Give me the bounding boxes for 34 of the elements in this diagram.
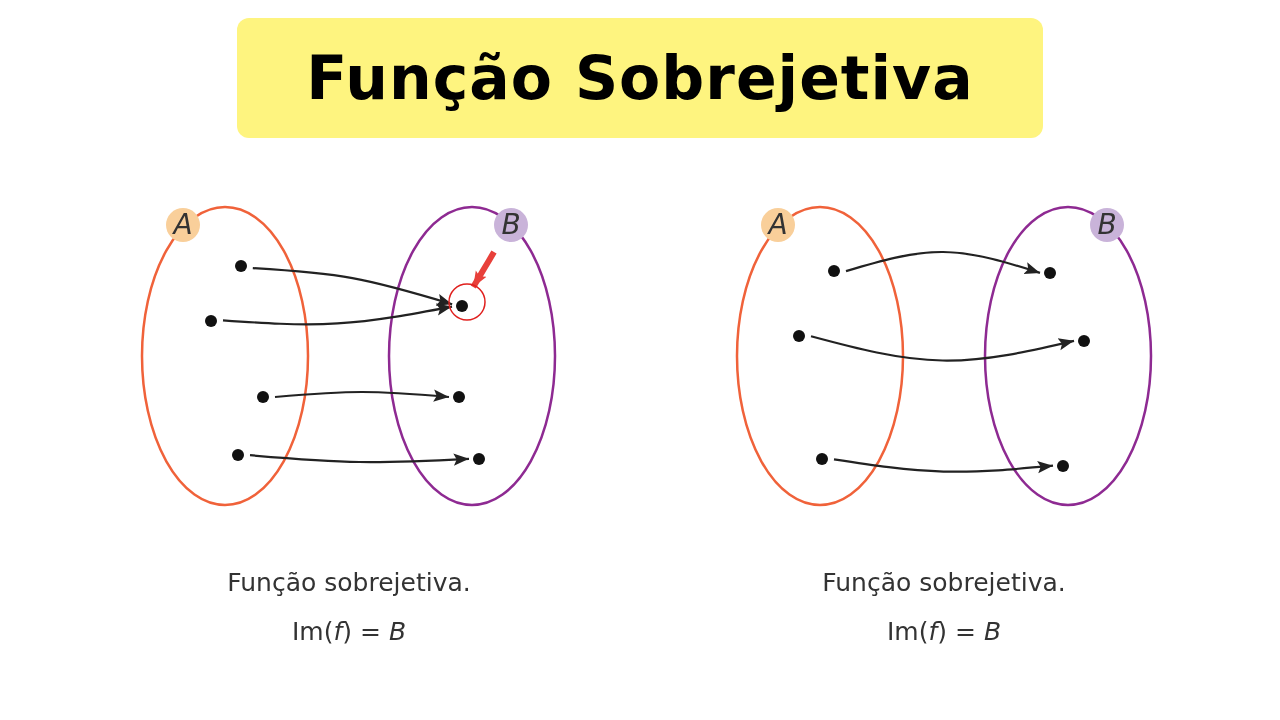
point [828,265,840,277]
set-name: B [494,208,528,242]
arrow [833,458,1054,474]
arrow [249,453,470,466]
point [453,391,465,403]
title-banner: Função Sobrejetiva [237,18,1043,138]
point [1057,460,1069,472]
set-name: A [761,208,795,242]
arrow [252,267,453,306]
set-name: A [166,208,200,242]
point [257,391,269,403]
point [456,300,468,312]
point [1044,267,1056,279]
caption: Função sobrejetiva. [821,568,1067,597]
arrow [845,250,1041,275]
point [793,330,805,342]
caption: Função sobrejetiva. [226,568,472,597]
set-ellipse [735,205,905,507]
arrow [274,389,450,402]
point [473,453,485,465]
set-ellipse [140,205,310,507]
point [205,315,217,327]
point [232,449,244,461]
formula: Im(f) = B [885,617,1003,646]
arrow [222,303,453,326]
set-ellipse [983,205,1153,507]
point [1078,335,1090,347]
pointer-arrow [470,250,497,289]
set-ellipse [387,205,557,507]
arrow [810,335,1075,362]
point [816,453,828,465]
point [235,260,247,272]
set-name: B [1090,208,1124,242]
formula: Im(f) = B [290,617,408,646]
